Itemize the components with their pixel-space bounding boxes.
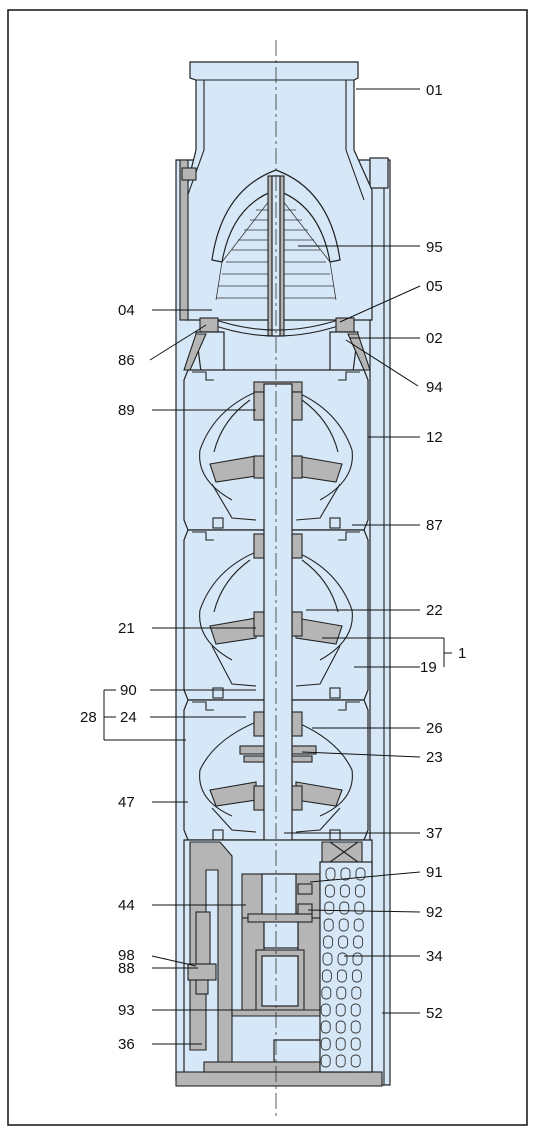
callout-90: 90 xyxy=(120,682,137,699)
callout-12: 12 xyxy=(426,429,443,446)
strainer-slot xyxy=(354,884,365,898)
callout-28: 28 xyxy=(80,709,97,726)
callout-47: 47 xyxy=(118,794,135,811)
strainer-slot xyxy=(324,901,335,915)
callout-24: 24 xyxy=(120,709,137,726)
callout-01: 01 xyxy=(426,82,443,99)
strainer-slot xyxy=(354,901,365,915)
callout-labels: 01 95 05 04 02 86 94 89 12 87 22 21 1 19… xyxy=(80,82,466,1053)
strainer-slot xyxy=(351,969,362,983)
callout-86: 86 xyxy=(118,352,135,369)
strainer-slot xyxy=(350,1020,361,1034)
strainer-screen xyxy=(319,861,373,1073)
callout-89: 89 xyxy=(118,402,135,419)
callout-1: 1 xyxy=(458,645,466,662)
callout-26: 26 xyxy=(426,720,443,737)
strainer-slot xyxy=(353,935,364,949)
strainer-slot xyxy=(351,986,362,1000)
strainer-slot xyxy=(338,935,349,949)
strainer-slot xyxy=(335,1037,346,1051)
frame-border xyxy=(7,9,528,1126)
strainer-slot xyxy=(337,952,348,966)
strainer-slot xyxy=(353,918,364,932)
strainer-slot xyxy=(340,867,351,881)
strainer-slot xyxy=(339,884,350,898)
callout-93: 93 xyxy=(118,1002,135,1019)
strainer-slot xyxy=(335,1054,346,1068)
strainer-slot xyxy=(323,918,334,932)
strainer-slot xyxy=(335,1003,346,1017)
strainer-slot xyxy=(321,986,332,1000)
callout-98: 98 xyxy=(118,947,135,964)
callout-36: 36 xyxy=(118,1036,135,1053)
callout-22: 22 xyxy=(426,602,443,619)
callout-04: 04 xyxy=(118,302,135,319)
strainer-slot xyxy=(324,884,335,898)
callout-34: 34 xyxy=(426,948,443,965)
strainer-slot xyxy=(320,1003,331,1017)
callout-02: 02 xyxy=(426,330,443,347)
strainer-slot xyxy=(350,1037,361,1051)
callout-94: 94 xyxy=(426,379,443,396)
callout-88: 88 xyxy=(118,960,135,977)
callout-23: 23 xyxy=(426,749,443,766)
strainer-slot xyxy=(338,918,349,932)
callout-52: 52 xyxy=(426,1005,443,1022)
strainer-slot xyxy=(323,935,334,949)
strainer-slot xyxy=(320,1054,331,1068)
callout-92: 92 xyxy=(426,904,443,921)
callout-05: 05 xyxy=(426,278,443,295)
callout-44: 44 xyxy=(118,897,135,914)
strainer-slot xyxy=(350,1003,361,1017)
callout-91: 91 xyxy=(426,864,443,881)
strainer-slot xyxy=(322,952,333,966)
strainer-slot xyxy=(352,952,363,966)
leader-lines xyxy=(103,88,452,1045)
strainer-slot xyxy=(335,1020,346,1034)
strainer-slot xyxy=(350,1054,361,1068)
strainer-slot xyxy=(320,1037,331,1051)
strainer-slot xyxy=(336,986,347,1000)
valve-seat xyxy=(183,317,371,381)
callout-95: 95 xyxy=(426,239,443,256)
callout-37: 37 xyxy=(426,825,443,842)
strainer-slot xyxy=(325,867,336,881)
strainer-slot xyxy=(336,969,347,983)
callout-19: 19 xyxy=(420,659,437,676)
callout-87: 87 xyxy=(426,517,443,534)
strainer-slot xyxy=(339,901,350,915)
strainer-slot xyxy=(321,969,332,983)
callout-21: 21 xyxy=(118,620,135,637)
strainer-slot xyxy=(320,1020,331,1034)
strainer-slot xyxy=(355,867,366,881)
